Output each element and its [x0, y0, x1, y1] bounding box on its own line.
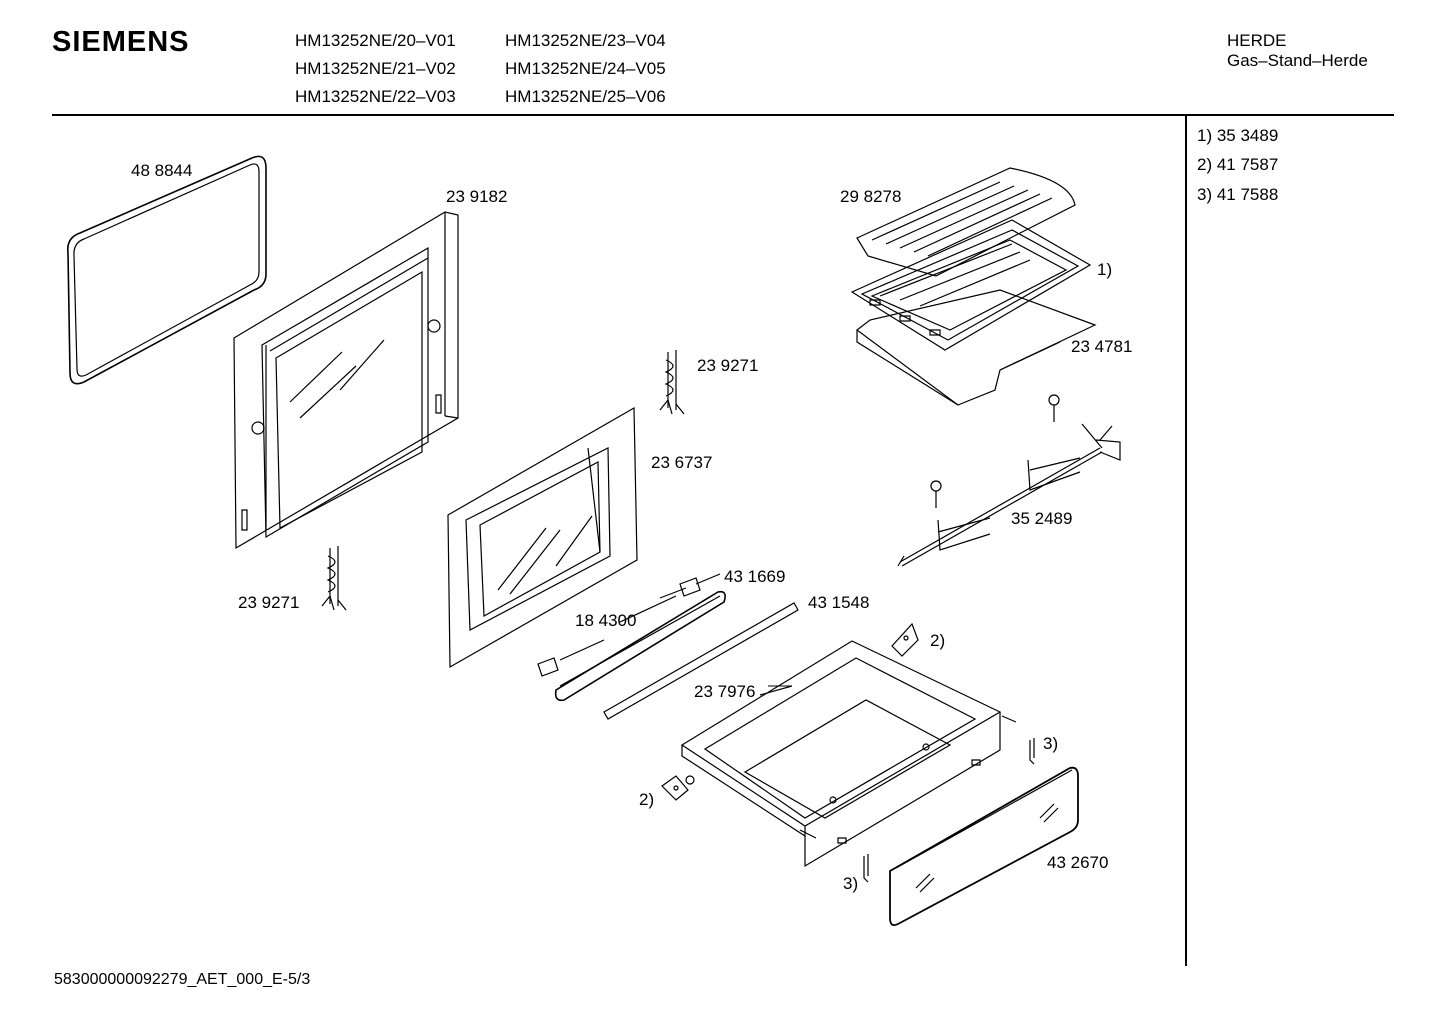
handle-part — [538, 574, 725, 700]
part-label-outer-door-glass: 23 6737 — [651, 453, 713, 472]
part-label-bracket-right: 3) — [1043, 734, 1059, 753]
hinge-upper-part — [660, 350, 684, 414]
brand-logo: SIEMENS — [52, 26, 190, 58]
drawer-front-part — [890, 768, 1078, 925]
part-label-grill-rack: 29 8278 — [840, 187, 902, 206]
model-number: HM13252NE/20–V01 — [295, 31, 456, 50]
part-label-hinge-upper: 23 9271 — [697, 356, 759, 375]
header-divider — [52, 114, 1394, 116]
part-label-clip-top: 2) — [930, 631, 946, 650]
hinge-lower-part — [322, 546, 346, 610]
part-label-drawer-front: 43 2670 — [1047, 853, 1109, 872]
door-seal-part — [68, 156, 266, 383]
drawer-body-part — [682, 641, 1016, 866]
part-label-bracket-bottom: 3) — [843, 874, 859, 893]
part-label-baking-tray: 23 4781 — [1071, 337, 1133, 356]
notes-divider — [1185, 116, 1187, 966]
part-label-door-seal: 48 8844 — [131, 161, 193, 180]
part-label-drawer-rail: 23 7976 — [694, 682, 756, 701]
part-label-inner-door-panel: 23 9182 — [446, 187, 508, 206]
model-number: HM13252NE/23–V04 — [505, 31, 666, 50]
baking-tray-part — [857, 290, 1095, 405]
rotisserie-spit-part — [898, 395, 1120, 566]
part-label-clip-left: 2) — [639, 790, 655, 809]
model-number: HM13252NE/22–V03 — [295, 87, 456, 106]
footnote-3: 3) 41 7588 — [1197, 185, 1279, 204]
bracket-bottom-part — [864, 854, 868, 882]
outer-door-glass-part — [448, 408, 637, 667]
grill-rack-part — [857, 168, 1075, 276]
subcategory-title: Gas–Stand–Herde — [1227, 51, 1368, 70]
model-number: HM13252NE/21–V02 — [295, 59, 456, 78]
clip-top-part — [892, 624, 918, 656]
trim-strip-part — [604, 603, 798, 719]
footnote-2: 2) 41 7587 — [1197, 155, 1279, 174]
part-label-trim-strip: 43 1548 — [808, 593, 870, 612]
part-label-hinge-lower: 23 9271 — [238, 593, 300, 612]
model-number: HM13252NE/24–V05 — [505, 59, 666, 78]
clip-left-part — [662, 776, 688, 800]
category-title: HERDE — [1227, 31, 1287, 50]
leader-lines — [660, 588, 792, 686]
bracket-right-part — [1030, 738, 1034, 764]
footnote-1: 1) 35 3489 — [1197, 126, 1279, 145]
part-label-rotisserie-spit: 35 2489 — [1011, 509, 1073, 528]
model-number: HM13252NE/25–V06 — [505, 87, 666, 106]
document-id: 583000000092279_AET_000_E-5/3 — [54, 971, 311, 988]
part-label-rack-note: 1) — [1097, 260, 1113, 279]
grill-pan-part — [852, 220, 1090, 350]
inner-door-panel-part — [234, 212, 458, 548]
part-label-handle-end-caps: 43 1669 — [724, 567, 786, 586]
part-label-handle-bar: 18 4300 — [575, 611, 637, 630]
